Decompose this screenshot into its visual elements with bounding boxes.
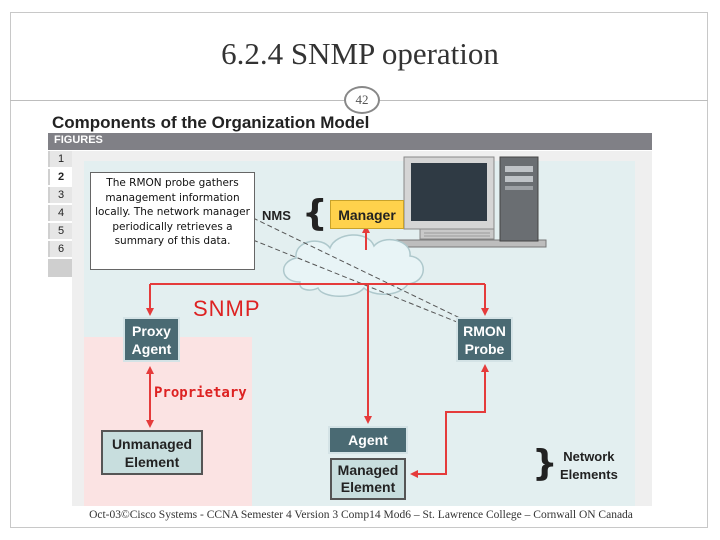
figure-tab-4[interactable]: 4 <box>48 205 72 221</box>
figure-tab-spacer <box>48 259 72 277</box>
proxy-agent-box: Proxy Agent <box>123 317 180 362</box>
agent-box: Agent <box>328 426 408 454</box>
figures-header: FIGURES <box>48 133 652 150</box>
network-elements-label: Network Elements <box>560 448 618 484</box>
rmon-probe-line1: RMON <box>463 322 506 339</box>
rmon-to-managed-arrow <box>410 364 489 478</box>
proprietary-label: Proprietary <box>154 385 247 401</box>
callout-pointer-line-a <box>252 217 463 320</box>
figures-header-label: FIGURES <box>54 134 103 146</box>
nms-label: NMS <box>262 208 291 223</box>
proxy-agent-line1: Proxy <box>132 322 171 339</box>
proxy-agent-line2: Agent <box>131 340 172 357</box>
title-divider-right <box>377 100 708 101</box>
unmanaged-line2: Element <box>124 453 180 470</box>
rmon-probe-line2: Probe <box>464 340 505 357</box>
network-cloud-icon <box>283 234 424 297</box>
network-elements-line1: Network <box>563 449 615 464</box>
figure-tab-6[interactable]: 6 <box>48 241 72 257</box>
page-number-badge: 42 <box>344 86 380 114</box>
unmanaged-element-box: Unmanaged Element <box>101 430 203 475</box>
managed-line1: Managed <box>337 462 399 478</box>
managed-line2: Element <box>340 479 396 495</box>
figure-tab-3[interactable]: 3 <box>48 187 72 203</box>
proprietary-zone <box>84 337 252 506</box>
rmon-probe-box: RMON Probe <box>456 317 513 362</box>
figure-tab-1[interactable]: 1 <box>48 151 72 167</box>
figure-title: Components of the Organization Model <box>52 113 370 132</box>
managed-element-box: Managed Element <box>330 458 406 500</box>
manager-box: Manager <box>330 200 404 229</box>
title-divider-left <box>10 100 345 101</box>
snmp-label: SNMP <box>193 296 261 321</box>
computer-workstation-icon <box>391 156 547 248</box>
network-elements-brace: } <box>532 443 558 484</box>
network-elements-line2: Elements <box>560 467 618 482</box>
nms-brace: { <box>302 193 328 234</box>
figure-tab-2[interactable]: 2 <box>48 169 72 185</box>
unmanaged-line1: Unmanaged <box>111 435 193 452</box>
callout-pointer-line-b <box>252 239 463 325</box>
slide-footer: Oct-03©Cisco Systems - CCNA Semester 4 V… <box>16 506 706 524</box>
rmon-callout: The RMON probe gathers management inform… <box>90 172 255 270</box>
figure-tab-5[interactable]: 5 <box>48 223 72 239</box>
figures-tab-list: 1 2 3 4 5 6 <box>48 151 72 277</box>
slide-title: 6.2.4 SNMP operation <box>221 36 499 71</box>
slide-frame <box>10 12 708 528</box>
